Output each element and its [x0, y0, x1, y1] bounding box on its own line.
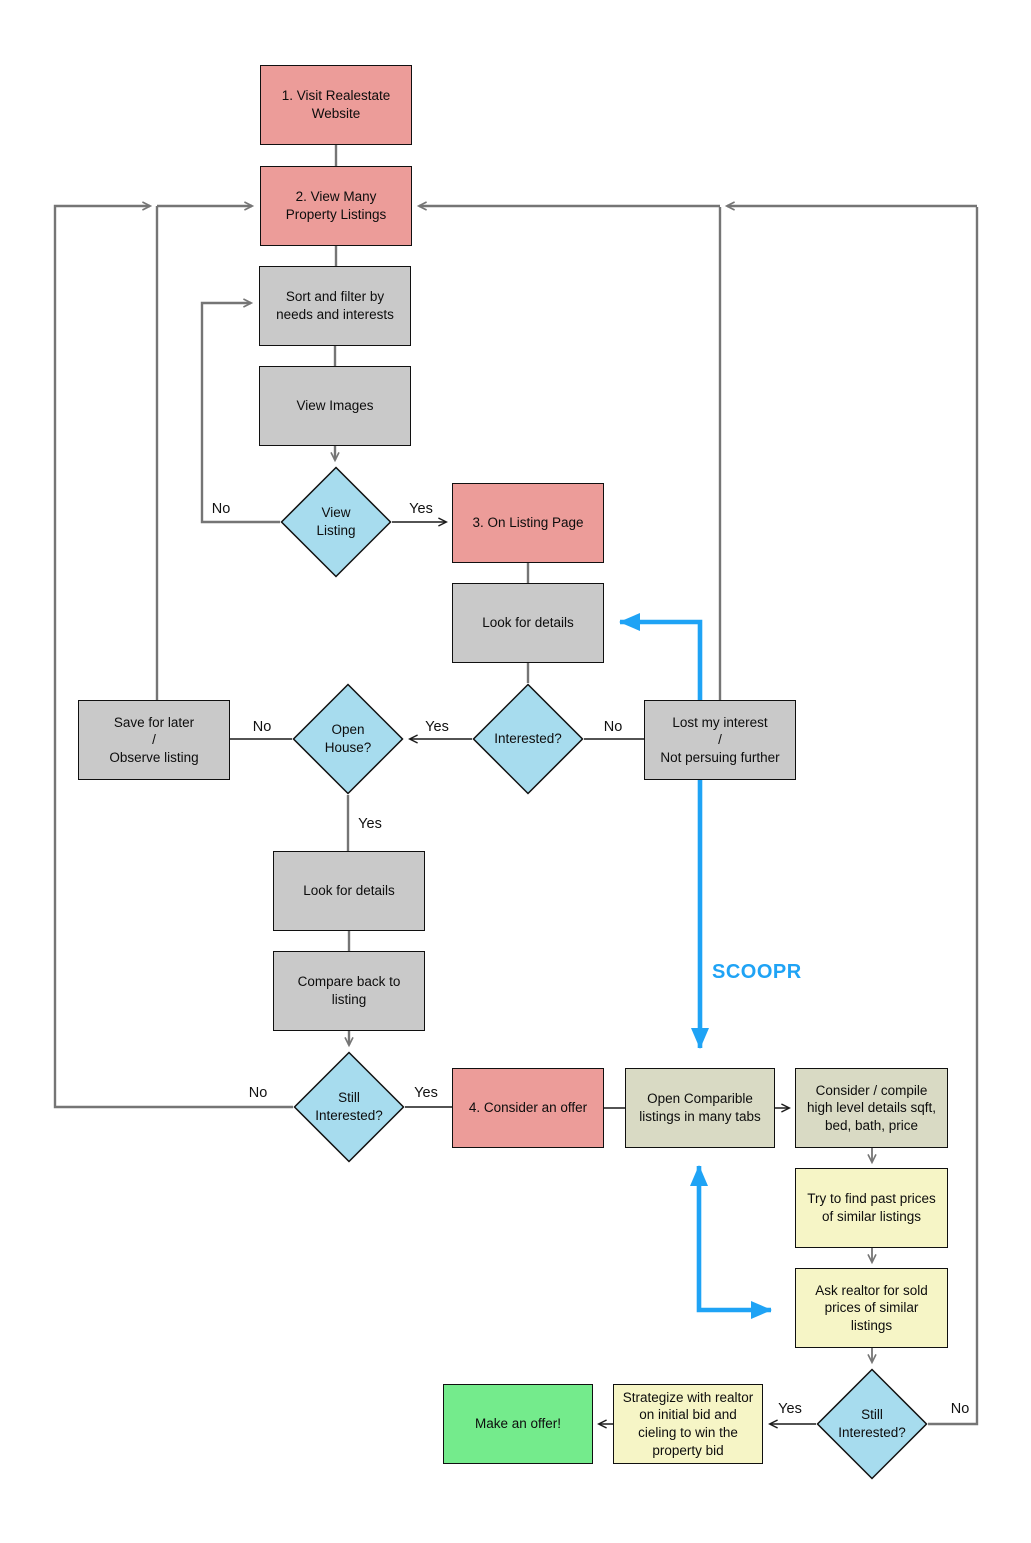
loop-viewlisting-no-to-sort — [200, 298, 280, 524]
edge-label-view-listing-no: No — [211, 501, 231, 517]
scoopr-annotation: SCOOPR — [712, 961, 802, 983]
node-on-listing-page: 3. On Listing Page — [452, 483, 604, 563]
node-find-past-prices-label: Try to find past prices of similar listi… — [807, 1191, 936, 1224]
node-interested-decision: Interested? — [472, 683, 584, 795]
diamond-shape — [292, 683, 404, 795]
edge-label-still2-yes: Yes — [778, 1401, 802, 1417]
edge-label-still1-no: No — [248, 1085, 268, 1101]
loop-still2-no-up — [928, 207, 979, 1426]
node-look-details-2-label: Look for details — [303, 883, 395, 899]
node-open-house-label: Open House? — [324, 722, 372, 755]
node-ask-realtor: Ask realtor for sold prices of similar l… — [795, 1268, 948, 1348]
node-ask-realtor-label: Ask realtor for sold prices of similar l… — [815, 1282, 928, 1333]
diamond-shape — [472, 683, 584, 795]
diamond-shape — [816, 1368, 928, 1480]
node-lost-interest-label: Lost my interest / Not persuing further — [660, 714, 780, 765]
edge-label-view-listing-yes: Yes — [409, 501, 433, 517]
node-make-offer-label: Make an offer! — [474, 1416, 562, 1432]
node-on-listing-page-label: 3. On Listing Page — [472, 515, 584, 531]
node-look-details-2: Look for details — [273, 851, 425, 931]
edge-label-open-house-yes: Yes — [358, 816, 382, 832]
node-find-past-prices: Try to find past prices of similar listi… — [795, 1168, 948, 1248]
edge-label-interested-yes: Yes — [425, 719, 449, 735]
edge-label-still2-no: No — [950, 1401, 970, 1417]
node-make-offer: Make an offer! — [443, 1384, 593, 1464]
node-save-later: Save for later / Observe listing — [78, 700, 230, 780]
diamond-shape — [280, 466, 392, 578]
node-view-images: View Images — [259, 366, 411, 446]
node-consider-offer: 4. Consider an offer — [452, 1068, 604, 1148]
node-open-house-decision: Open House? — [292, 683, 404, 795]
node-look-details-1: Look for details — [452, 583, 604, 663]
node-still-interested-1-label: Still Interested? — [315, 1090, 383, 1123]
node-visit-website: 1. Visit Realestate Website — [260, 65, 412, 145]
edge-label-interested-no: No — [603, 719, 623, 735]
node-sort-filter-label: Sort and filter by needs and interests — [276, 289, 394, 322]
edge-label-open-house-no: No — [252, 719, 272, 735]
edge-label-still1-yes: Yes — [414, 1085, 438, 1101]
node-strategize-label: Strategize with realtor on initial bid a… — [622, 1389, 754, 1458]
node-strategize: Strategize with realtor on initial bid a… — [613, 1384, 763, 1464]
blue-arrow-scoopr — [619, 613, 709, 1049]
node-view-listing-label: View Listing — [316, 505, 356, 538]
node-compare-back: Compare back to listing — [273, 951, 425, 1031]
node-view-images-label: View Images — [296, 398, 374, 414]
node-open-comparible: Open Comparible listings in many tabs — [625, 1068, 775, 1148]
node-still-interested-2-decision: Still Interested? — [816, 1368, 928, 1480]
node-interested-label: Interested? — [494, 731, 562, 747]
node-view-listings-label: 2. View Many Property Listings — [285, 189, 387, 222]
node-open-comparible-label: Open Comparible listings in many tabs — [639, 1091, 761, 1124]
node-view-listing-decision: View Listing — [280, 466, 392, 578]
diamond-shape — [293, 1051, 405, 1163]
node-compare-back-label: Compare back to listing — [297, 974, 401, 1007]
node-consider-offer-label: 4. Consider an offer — [468, 1100, 588, 1116]
node-consider-compile: Consider / compile high level details sq… — [795, 1068, 948, 1148]
node-sort-filter: Sort and filter by needs and interests — [259, 266, 411, 346]
node-still-interested-1-decision: Still Interested? — [293, 1051, 405, 1163]
node-save-later-label: Save for later / Observe listing — [109, 714, 199, 765]
node-lost-interest: Lost my interest / Not persuing further — [644, 700, 796, 780]
node-look-details-1-label: Look for details — [482, 615, 574, 631]
node-visit-website-label: 1. Visit Realestate Website — [281, 88, 391, 121]
loop-still1-no-to-viewlistings — [53, 201, 293, 1109]
node-view-listings: 2. View Many Property Listings — [260, 166, 412, 246]
blue-arrow-comparible-askrealtor — [690, 1165, 772, 1319]
node-still-interested-2-label: Still Interested? — [838, 1407, 906, 1440]
node-consider-compile-label: Consider / compile high level details sq… — [806, 1082, 937, 1133]
